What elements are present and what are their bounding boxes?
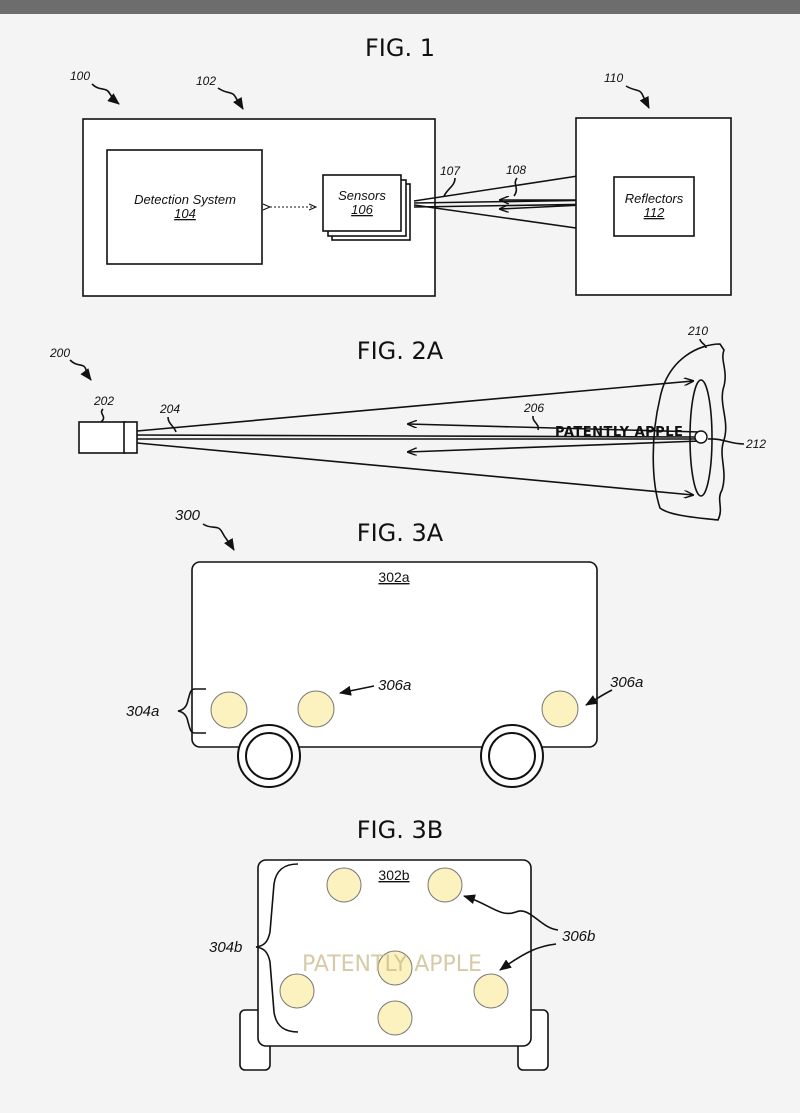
fig3b-title: FIG. 3B: [357, 816, 443, 844]
beam-2a-center-upper: [136, 434, 696, 438]
fig2a-title: FIG. 2A: [357, 337, 444, 365]
fig1: FIG. 1 100 102 110 Detection System 104 …: [70, 34, 732, 297]
ref-306a-left-arrow: [339, 685, 375, 696]
watermark-patently-apple-bold: PATENTLY APPLE: [555, 425, 683, 440]
ref-306b-label: 306b: [562, 928, 595, 945]
ref-302b-label: 302b: [378, 867, 409, 883]
ref-102-leader: [217, 87, 244, 110]
ref-210-label: 210: [687, 324, 708, 338]
watermark-patently-apple-light: PATENTLY APPLE: [302, 952, 482, 977]
bracket-304b: [255, 863, 299, 1033]
fig2a: FIG. 2A 200 202 204 206 PATENTLY APPLE 2…: [49, 324, 766, 521]
ref-306a-right-arrow: [585, 689, 613, 706]
light-306a-1: [210, 691, 248, 729]
ref-107-leader: [443, 177, 456, 197]
detection-system-box: [106, 149, 263, 265]
top-bar: [0, 0, 800, 14]
ref-210-leader: [699, 338, 707, 349]
detection-system-ref: 104: [174, 206, 196, 221]
ref-304b-label: 304b: [209, 939, 242, 956]
light-306a-3: [541, 690, 579, 728]
ref-306a-left-label: 306a: [378, 677, 411, 694]
light-306b-4: [279, 973, 315, 1009]
ref-212-label: 212: [745, 437, 766, 451]
ref-306b-arrow-lower: [499, 943, 557, 971]
return-beam-lower: [408, 440, 701, 452]
ref-306a-right-label: 306a: [610, 674, 643, 691]
ref-212-leader: [707, 438, 745, 445]
ref-200-label: 200: [49, 346, 70, 360]
fig3a-title: FIG. 3A: [357, 519, 444, 547]
beam-2a-lower: [136, 442, 693, 495]
ref-108-label: 108: [506, 163, 526, 177]
light-306b-5: [473, 973, 509, 1009]
fig3a: FIG. 3A 300 302a 304a 306a 306a: [126, 507, 643, 788]
ref-204-label: 204: [159, 402, 180, 416]
beam-center-lower: [413, 203, 605, 208]
sensors-box: [322, 174, 402, 232]
ref-204-leader: [167, 416, 177, 433]
light-306b-3: [377, 950, 413, 986]
sensors-ref: 106: [351, 202, 373, 217]
ref-107-label: 107: [440, 164, 461, 178]
ref-206-leader: [532, 415, 540, 431]
reflectors-box: [613, 176, 695, 237]
beam-2a-upper: [136, 381, 693, 432]
ref-206-label: 206: [523, 401, 544, 415]
ref-202-label: 202: [93, 394, 114, 408]
light-306b-1: [326, 867, 362, 903]
reflectors-label: Reflectors: [625, 191, 684, 206]
object-ring: [689, 379, 713, 497]
ref-108-leader: [513, 177, 518, 197]
return-beam-upper: [408, 424, 701, 433]
ref-306b-arrow-upper: [463, 894, 559, 931]
ref-102-label: 102: [196, 74, 216, 88]
ref-110-leader: [625, 85, 650, 109]
ref-100-label: 100: [70, 69, 90, 83]
ref-300-label: 300: [175, 507, 201, 524]
vehicle-body-302a: [191, 561, 598, 748]
reflectors-ref: 112: [644, 205, 665, 220]
emitted-beam-upper: [413, 172, 604, 202]
ref-300-leader: [202, 523, 235, 551]
beam-center: [413, 199, 605, 204]
ref-302a-label: 302a: [378, 569, 409, 585]
ref-202-leader: [100, 408, 105, 423]
sensor-device-202: [78, 421, 126, 454]
sensors-label: Sensors: [338, 188, 386, 203]
wheel-left-inner: [245, 732, 293, 780]
light-306a-2: [297, 690, 335, 728]
light-306b-6: [377, 1000, 413, 1036]
reflector-212: [694, 430, 708, 444]
wheel-right-inner: [488, 732, 536, 780]
fig1-title: FIG. 1: [365, 34, 435, 62]
object-210: [652, 343, 727, 521]
ref-200-leader: [69, 359, 92, 381]
light-306b-2: [427, 867, 463, 903]
emitted-beam-lower: [413, 204, 604, 232]
ref-110-label: 110: [604, 71, 623, 85]
ref-100-leader: [91, 83, 120, 105]
bracket-304a: [177, 688, 206, 734]
ref-304a-label: 304a: [126, 703, 159, 720]
sensor-lens: [123, 421, 138, 454]
fig3b: FIG. 3B 302b PATENTLY APPLE 304b 306b: [209, 816, 595, 1071]
detection-system-label: Detection System: [134, 192, 236, 207]
